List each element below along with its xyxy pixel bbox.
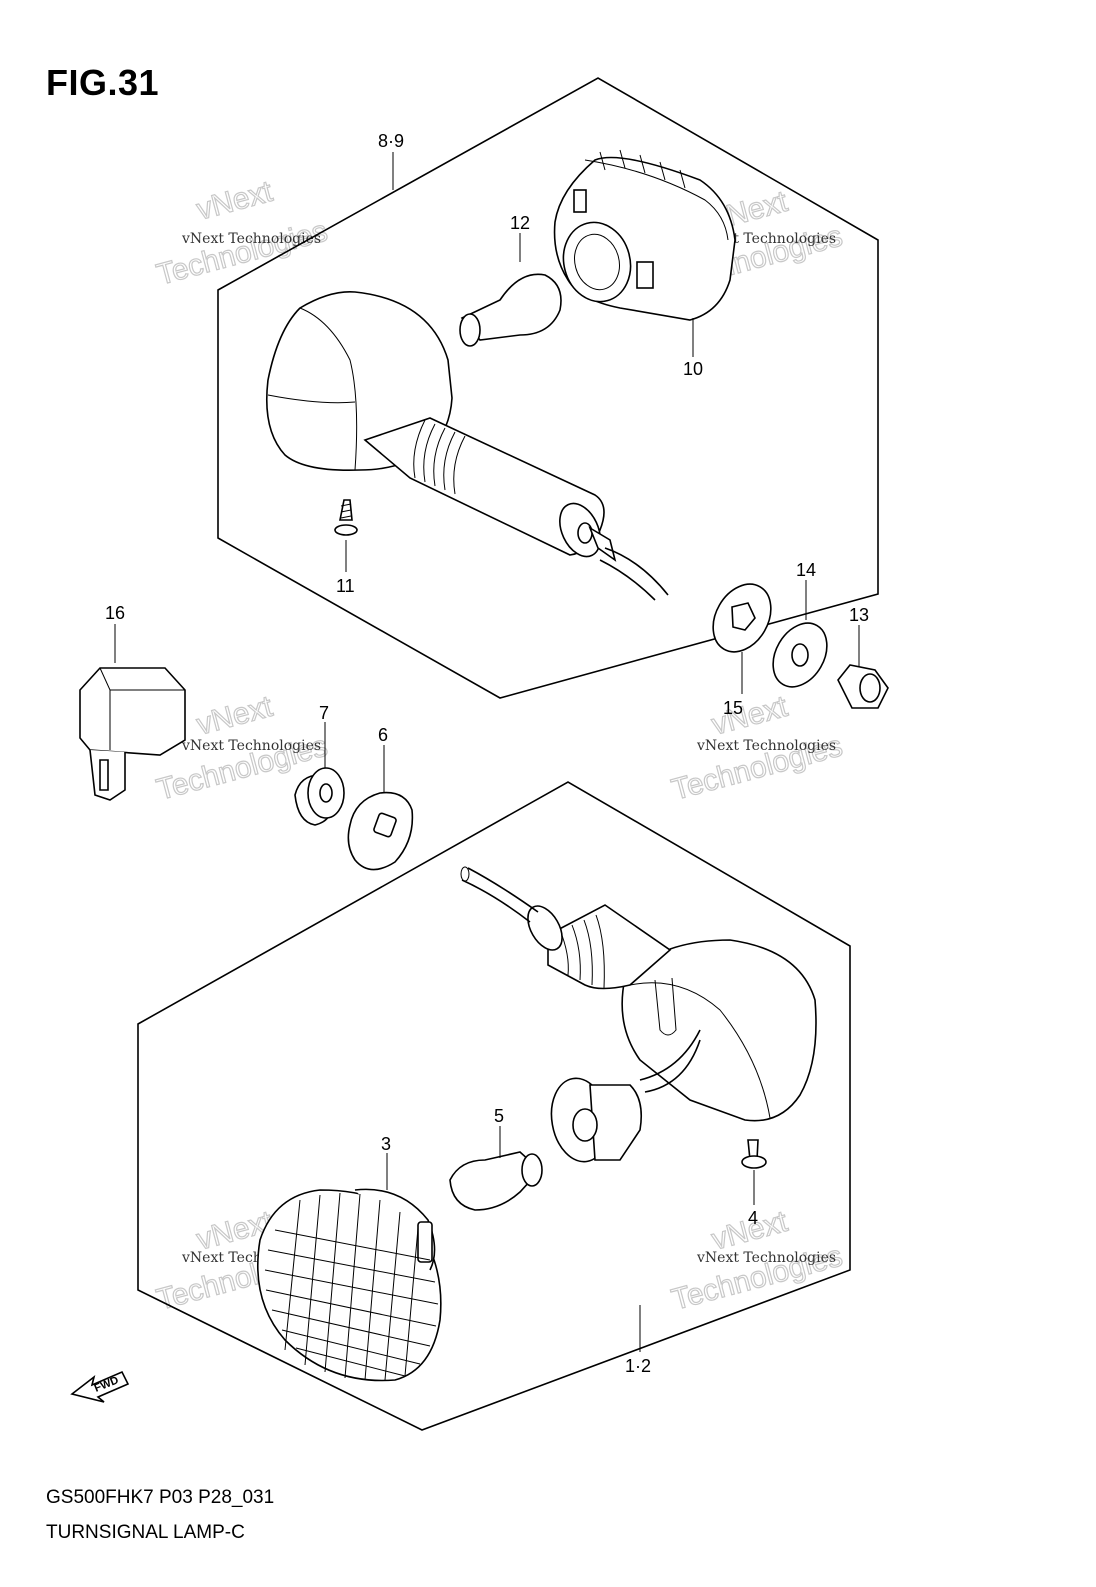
nut-part-13 — [837, 664, 889, 709]
callouts: 8·9 12 10 11 16 14 13 15 7 6 5 3 4 1·2 — [105, 131, 869, 1376]
watermark: vNext Technologies vNext Technologies — [153, 174, 332, 292]
washer-part-15 — [712, 583, 772, 653]
callout-1-2: 1·2 — [625, 1356, 651, 1376]
watermark-text: vNext Technologies — [696, 1250, 836, 1266]
relay-part-16 — [79, 667, 186, 801]
callout-10: 10 — [683, 359, 703, 379]
bulb-part-5 — [449, 1151, 543, 1211]
callout-13: 13 — [849, 605, 869, 625]
figure-title: FIG.31 — [46, 62, 160, 103]
screw-part-11 — [334, 499, 358, 536]
callout-3: 3 — [381, 1134, 391, 1154]
callout-15: 15 — [723, 698, 743, 718]
screw-part-4 — [741, 1139, 767, 1169]
turnsignal-housing-upper — [265, 291, 669, 601]
gasket-part-6 — [347, 791, 414, 871]
diagram-name: TURNSIGNAL LAMP-C — [46, 1522, 245, 1543]
callout-8-9: 8·9 — [378, 131, 404, 151]
callout-7: 7 — [319, 703, 329, 723]
watermark-brand: vNext — [193, 690, 276, 742]
callout-16: 16 — [105, 603, 125, 623]
callout-14: 14 — [796, 560, 816, 580]
lens-part-10 — [553, 149, 736, 321]
turnsignal-housing-lower — [460, 866, 817, 1122]
model-code: GS500FHK7 P03 P28_031 — [46, 1487, 275, 1508]
leader-lines — [114, 152, 860, 1352]
callout-6: 6 — [378, 725, 388, 745]
upper-assembly-frame — [217, 77, 879, 699]
callout-11: 11 — [336, 576, 355, 596]
fwd-arrow-icon: FWD — [70, 1370, 130, 1403]
watermark-text: vNext Technologies — [181, 231, 321, 247]
lower-assembly-frame — [137, 781, 851, 1431]
watermark-brand: Technologies — [153, 215, 331, 292]
callout-4: 4 — [748, 1208, 758, 1228]
socket-lower — [550, 1077, 643, 1163]
watermark-brand: vNext — [708, 690, 791, 742]
callout-12: 12 — [510, 213, 530, 233]
watermark-text: vNext Technologies — [696, 738, 836, 754]
bulb-part-12 — [459, 273, 562, 347]
watermark-text: vNext Technologies — [181, 738, 321, 754]
watermark: vNext Technologies vNext Technologies — [668, 689, 847, 807]
washer-part-14 — [772, 622, 828, 688]
watermark-brand: vNext — [193, 175, 276, 227]
grommet-part-7 — [294, 767, 345, 826]
lens-part-3 — [257, 1188, 442, 1382]
callout-5: 5 — [494, 1106, 504, 1126]
